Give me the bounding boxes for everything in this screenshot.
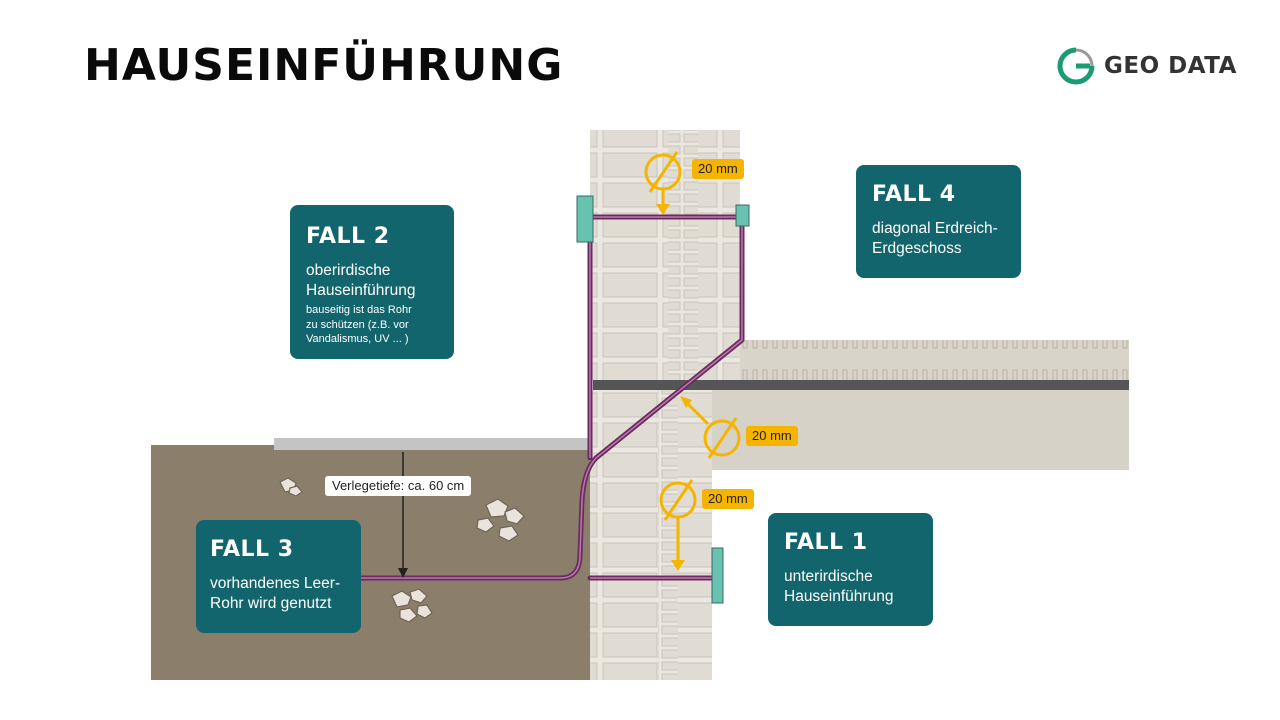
case-box-fall-4: FALL 4 diagonal Erdreich- Erdgeschoss [856, 165, 1021, 278]
diameter-icon [659, 479, 697, 562]
wall-seal-icon [735, 204, 750, 227]
case-desc-line: Erdgeschoss [872, 240, 962, 258]
rubble-stones-icon [476, 498, 525, 542]
floor-insulation [735, 340, 1129, 380]
case-desc-line: diagonal Erdreich- [872, 220, 998, 238]
case-desc-line: oberirdische [306, 262, 391, 280]
case-desc-line: unterirdische [784, 568, 873, 586]
page-title: HAUSEINFÜHRUNG [84, 40, 564, 91]
wall-lower [590, 390, 712, 680]
depth-label: Verlegetiefe: ca. 60 cm [325, 476, 472, 496]
case-title: FALL 3 [210, 537, 294, 562]
diameter-label: 20 mm [746, 426, 798, 446]
case-box-fall-1: FALL 1 unterirdische Hauseinführung [768, 513, 933, 626]
case-note-line: Vandalismus, UV ... ) [306, 333, 409, 346]
rubble-stones-icon [279, 477, 303, 497]
geo-data-logo-icon [1057, 47, 1095, 85]
case-title: FALL 4 [872, 182, 956, 207]
case-note-line: bauseitig ist das Rohr [306, 304, 412, 317]
case-title: FALL 2 [306, 224, 390, 249]
diameter-icon [686, 402, 741, 459]
case-desc-line: Hauseinführung [306, 282, 416, 300]
diameter-label: 20 mm [702, 489, 754, 509]
case-note-line: zu schützen (z.B. vor [306, 318, 409, 331]
case-box-fall-3: FALL 3 vorhandenes Leer- Rohr wird genut… [196, 520, 361, 633]
diameter-label: 20 mm [692, 159, 744, 179]
wall-seal-icon [711, 547, 724, 604]
case-desc-line: vorhandenes Leer- [210, 575, 341, 593]
rubble-stones-icon [391, 588, 433, 623]
case-title: FALL 1 [784, 530, 868, 555]
logo: GEO DATA [1056, 44, 1237, 88]
logo-text: GEO DATA [1104, 53, 1237, 79]
floor-slab [593, 380, 1129, 390]
case-desc-line: Hauseinführung [784, 588, 894, 606]
case-box-fall-2: FALL 2 oberirdische Hauseinführung bause… [290, 205, 454, 359]
case-desc-line: Rohr wird genutzt [210, 595, 332, 613]
wall-core-lower [658, 390, 678, 680]
ground-surface [274, 438, 591, 450]
wall-seal-icon [576, 195, 594, 243]
